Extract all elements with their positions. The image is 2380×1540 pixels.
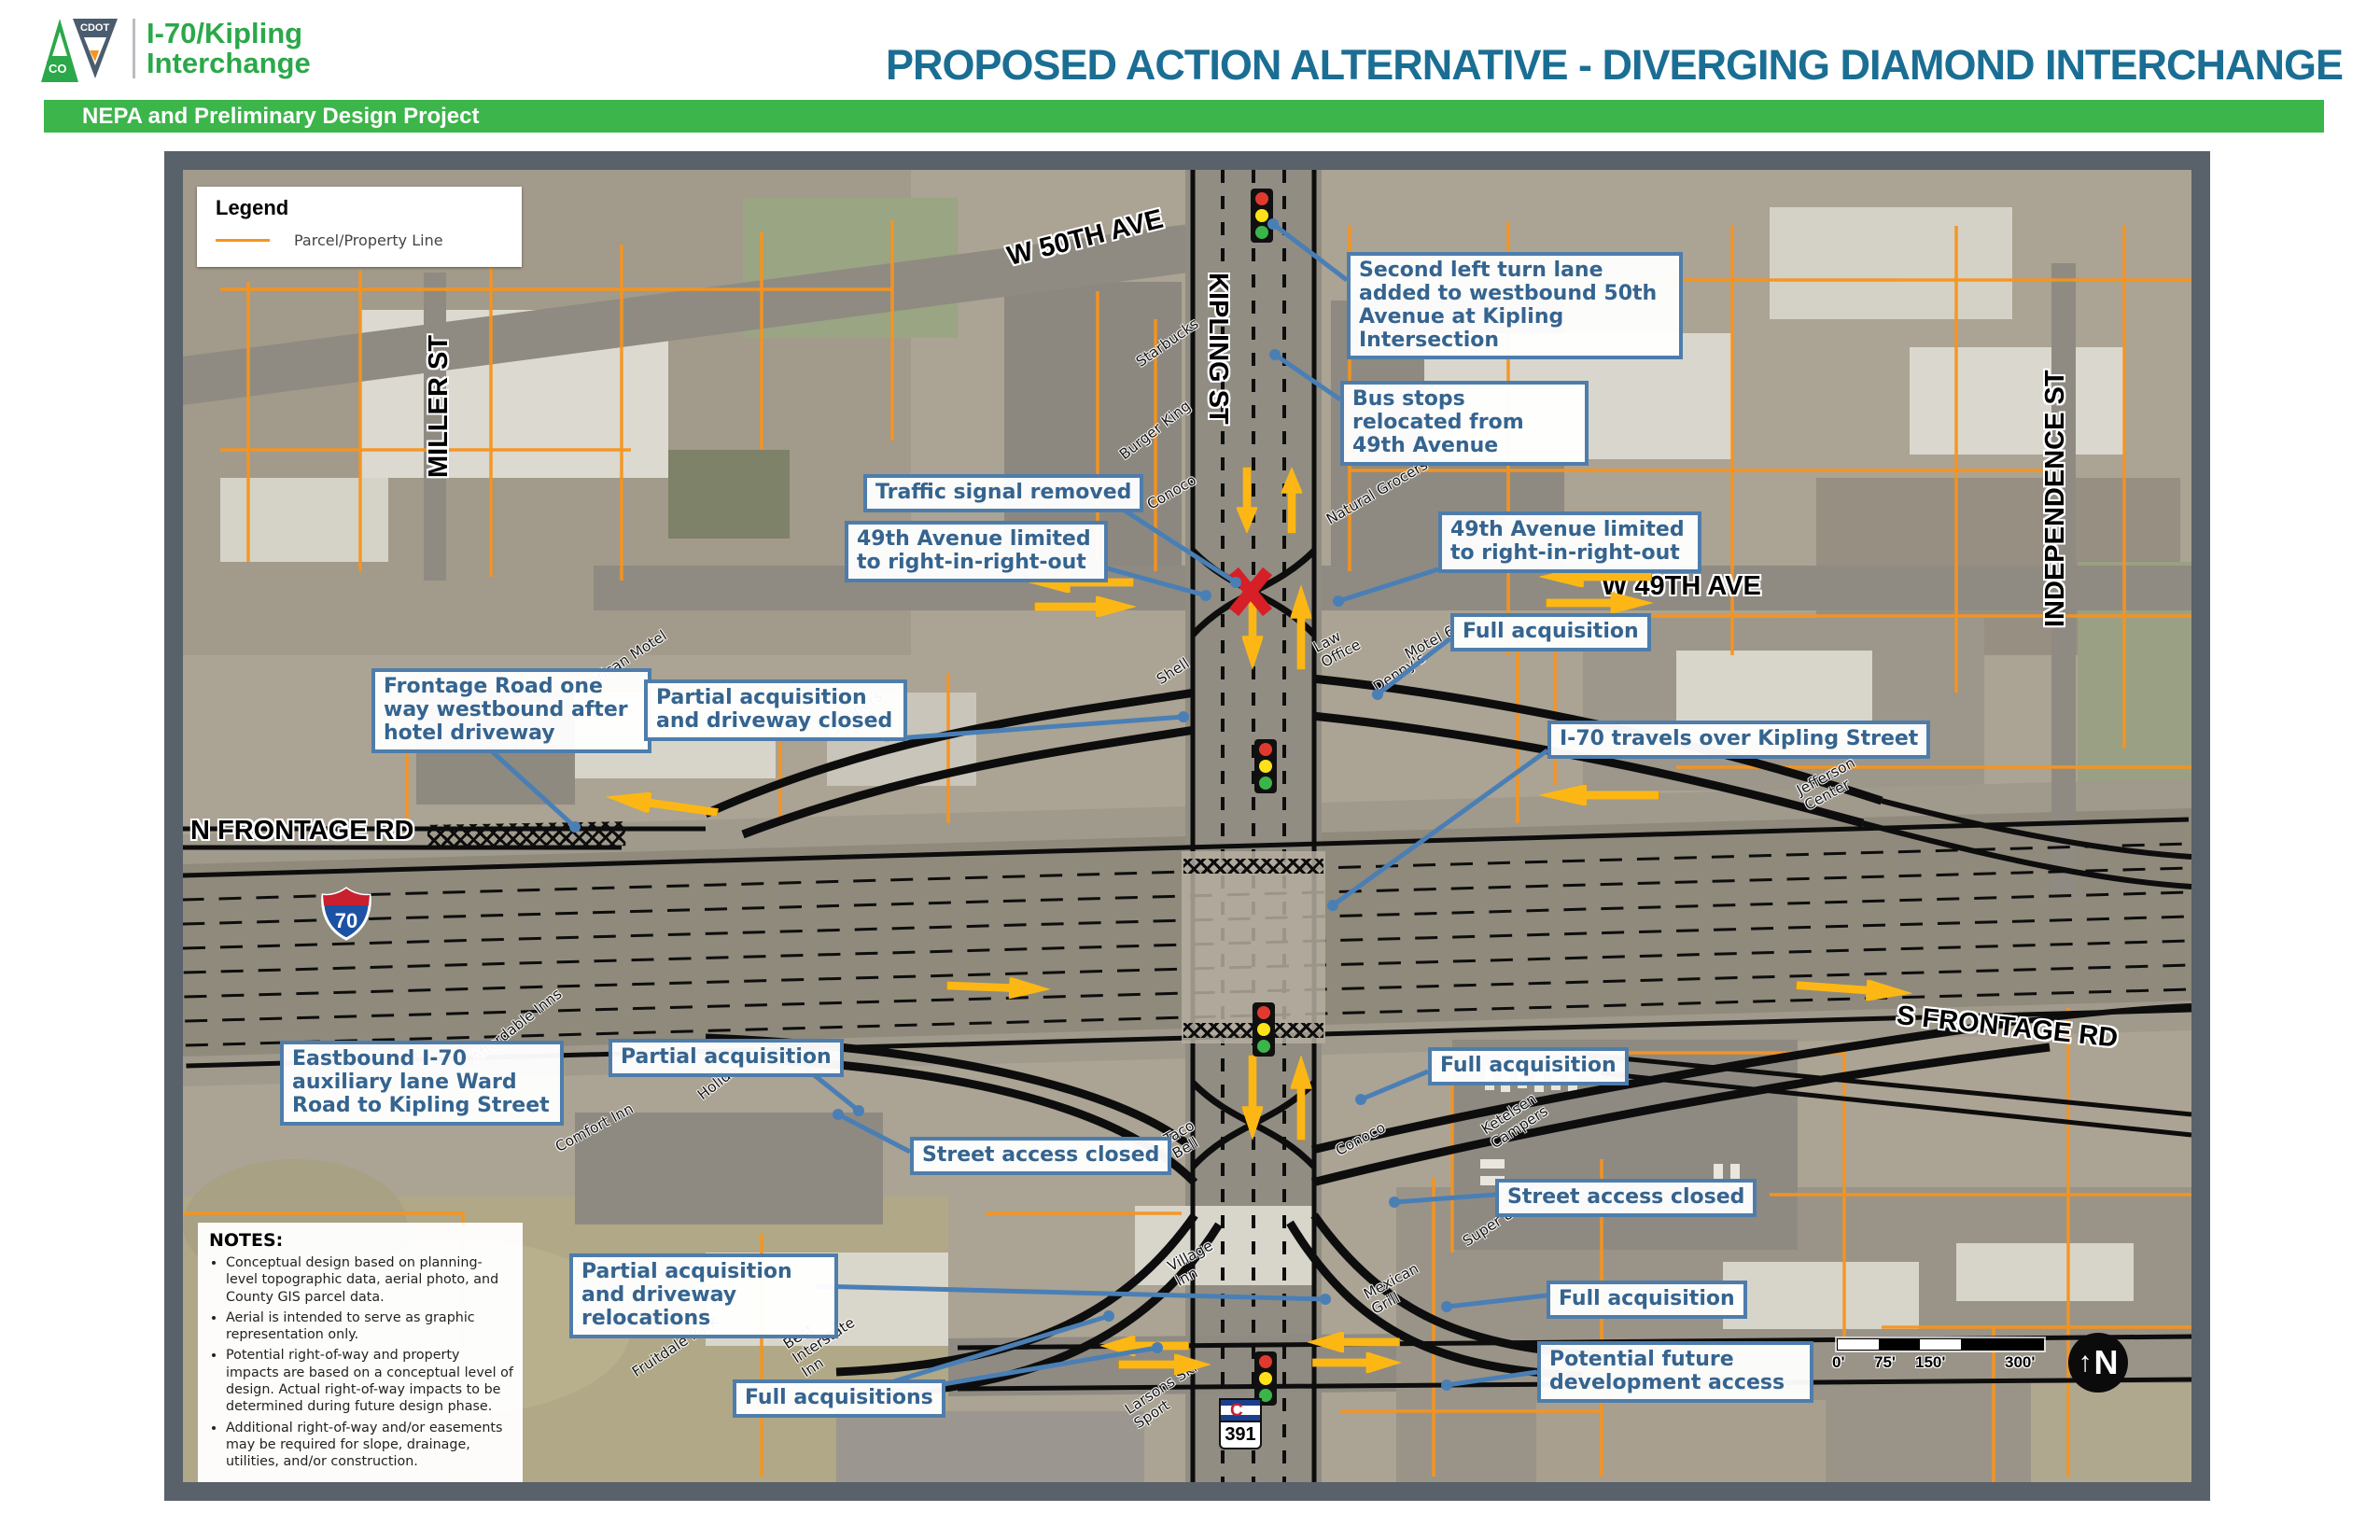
callout-49th-limited-east: 49th Avenue limited to right-in-right-ou… (1438, 511, 1701, 573)
callout-partial-acq-driveway-reloc: Partial acquisition and driveway relocat… (569, 1253, 838, 1338)
colorado-flag-icon: C (1219, 1398, 1262, 1422)
note-item: Potential right-of-way and property impa… (226, 1347, 513, 1415)
note-item: Conceptual design based on planning-leve… (226, 1254, 513, 1306)
callout-full-acq-south: Full acquisition (1547, 1281, 1747, 1319)
street-label-n-frontage-rd: N FRONTAGE RD (190, 816, 414, 846)
scale-bar: 0' 75' 150' 300' (1832, 1337, 2046, 1374)
subtitle-bar: NEPA and Preliminary Design Project (44, 100, 2324, 133)
callout-partial-acquisition: Partial acquisition (609, 1039, 844, 1077)
callout-full-acq-49th: Full acquisition (1450, 613, 1651, 651)
interstate-70-number: 70 (335, 909, 357, 932)
project-name-line2: Interchange (147, 47, 311, 80)
cdot-logo: CO CDOT (41, 13, 118, 86)
logo-co-text: CO (49, 62, 67, 76)
callout-partial-acq-driveway-closed: Partial acquisition and driveway closed (644, 679, 907, 741)
north-letter: N (2093, 1343, 2119, 1381)
callout-traffic-signal-removed: Traffic signal removed (863, 474, 1144, 512)
notes-list: Conceptual design based on planning-leve… (226, 1254, 513, 1471)
bridge-hatch-north (1183, 859, 1323, 874)
parcel-line-swatch-icon (216, 239, 270, 242)
callout-leader-lines (489, 218, 1549, 1395)
project-name-line1: I-70/Kipling (147, 17, 303, 49)
scale-bar-segments (1835, 1337, 2046, 1352)
north-arrow-icon: ↑ (2078, 1347, 2093, 1378)
page-title: PROPOSED ACTION ALTERNATIVE - DIVERGING … (885, 41, 2344, 89)
legend-title: Legend (216, 196, 289, 219)
legend-item-label: Parcel/Property Line (294, 231, 443, 249)
state-391-number: 391 (1219, 1422, 1262, 1449)
scale-label: 300' (2005, 1353, 2036, 1371)
callout-49th-limited-west: 49th Avenue limited to right-in-right-ou… (845, 521, 1108, 582)
callout-street-closed-west: Street access closed (910, 1137, 1172, 1175)
logo-cdot-text: CDOT (80, 22, 109, 34)
callout-second-left-turn: Second left turn lane added to westbound… (1347, 252, 1683, 360)
notes-box: NOTES: Conceptual design based on planni… (198, 1223, 523, 1482)
scale-label: 150' (1915, 1353, 1946, 1371)
callout-eastbound-aux-lane: Eastbound I-70 auxiliary lane Ward Road … (280, 1041, 564, 1126)
signal-removed-x-icon (1228, 567, 1273, 616)
callout-street-closed-east: Street access closed (1495, 1179, 1757, 1217)
traffic-signal-icon (1253, 1002, 1275, 1057)
scale-label: 75' (1874, 1353, 1896, 1371)
legend: Legend Parcel/Property Line (197, 187, 522, 267)
scale-bar-labels: 0' 75' 150' 300' (1832, 1353, 2044, 1374)
interstate-70-shield: 70 (321, 887, 371, 941)
legend-item-parcel-line: Parcel/Property Line (216, 231, 522, 249)
traffic-signal-icon (1251, 189, 1273, 243)
callout-i70-over-kipling: I-70 travels over Kipling Street (1547, 721, 1931, 759)
state-391-shield: C 391 (1219, 1398, 1262, 1449)
notes-title: NOTES: (209, 1230, 284, 1251)
traffic-signal-icon (1254, 739, 1277, 793)
scale-label: 0' (1832, 1353, 1845, 1371)
traffic-signal-icon (1254, 1351, 1277, 1406)
note-item: Aerial is intended to serve as graphic r… (226, 1309, 513, 1344)
callout-potential-future-access: Potential future development access (1537, 1341, 1813, 1403)
cdot-logo-graphic: CO CDOT (41, 19, 118, 82)
north-arrow: ↑ N (2068, 1333, 2128, 1393)
callout-bus-stops-relocated: Bus stops relocated from 49th Avenue (1340, 381, 1589, 466)
project-name: I-70/Kipling Interchange (133, 17, 311, 80)
callout-full-acquisitions: Full acquisitions (733, 1379, 945, 1418)
callout-frontage-one-way: Frontage Road one way westbound after ho… (371, 668, 651, 753)
note-item: Additional right-of-way and/or easements… (226, 1420, 513, 1471)
callout-full-acq-campers: Full acquisition (1428, 1047, 1629, 1085)
